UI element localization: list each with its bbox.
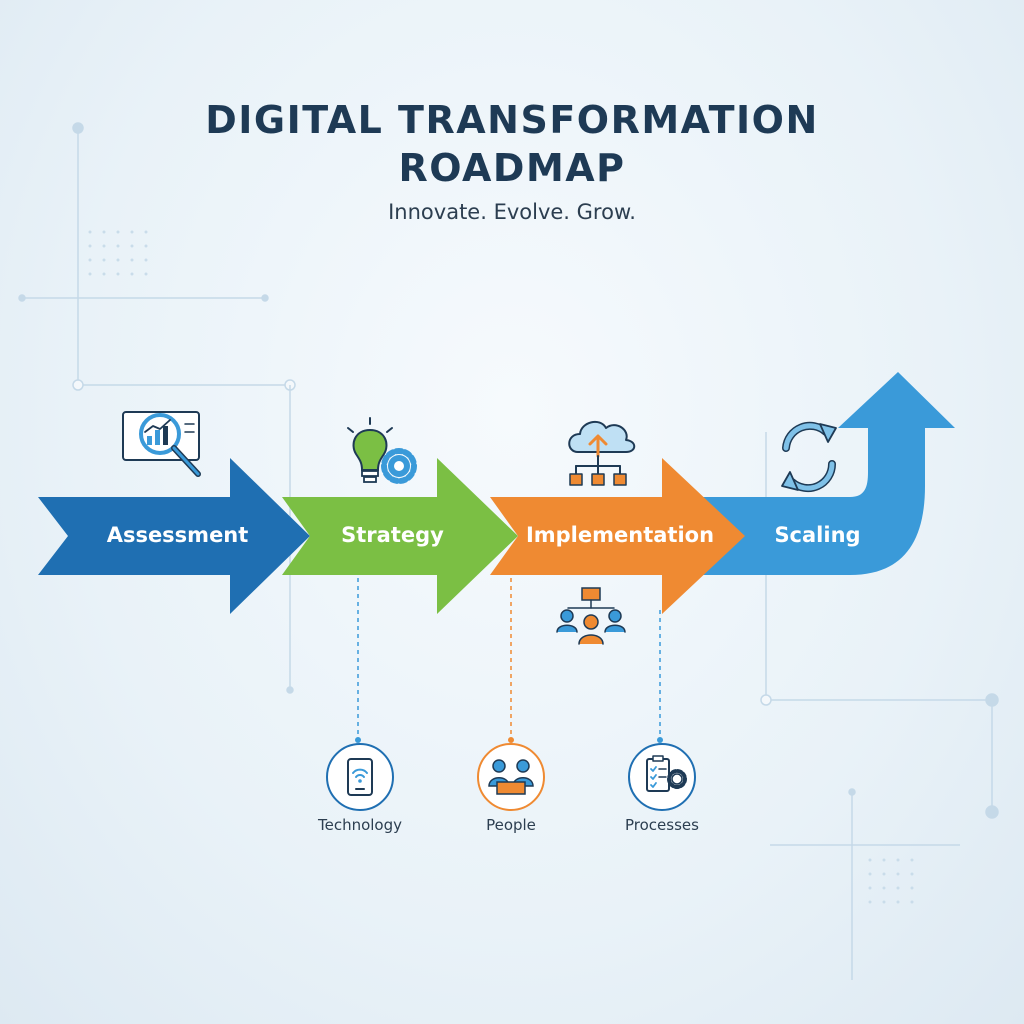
- pillar-label-people: People: [486, 816, 536, 834]
- lightbulb-gear-icon: [347, 417, 417, 484]
- checklist-gear-icon: [628, 743, 696, 811]
- stage-label-assessment: Assessment: [106, 523, 249, 547]
- background-dot-grid: [88, 230, 914, 904]
- stage-arrow-assessment: [38, 458, 310, 614]
- refresh-cycle-icon: [781, 421, 837, 493]
- page-subtitle: Innovate. Evolve. Grow.: [388, 200, 636, 224]
- stage-arrow-strategy: [282, 458, 518, 614]
- stage-arrow-implementation: [490, 458, 745, 614]
- page-title-line-2: ROADMAP: [398, 146, 626, 190]
- team-hierarchy-icon: [556, 587, 626, 645]
- background-circuit-lines: [18, 122, 999, 980]
- magnifier-chart-icon: [122, 411, 201, 477]
- tablet-wifi-icon: [326, 743, 394, 811]
- pillar-label-technology: Technology: [317, 816, 403, 834]
- stage-label-scaling: Scaling: [774, 523, 861, 547]
- pillar-label-processes: Processes: [625, 816, 699, 834]
- cloud-hierarchy-icon: [568, 420, 636, 486]
- page-title-line-1: DIGITAL TRANSFORMATION: [205, 98, 819, 142]
- stage-arrow-scaling: [700, 372, 955, 575]
- team-icon: [477, 743, 545, 811]
- stage-label-implementation: Implementation: [525, 523, 715, 547]
- stage-label-strategy: Strategy: [341, 523, 444, 547]
- pillar-connectors: [357, 578, 661, 740]
